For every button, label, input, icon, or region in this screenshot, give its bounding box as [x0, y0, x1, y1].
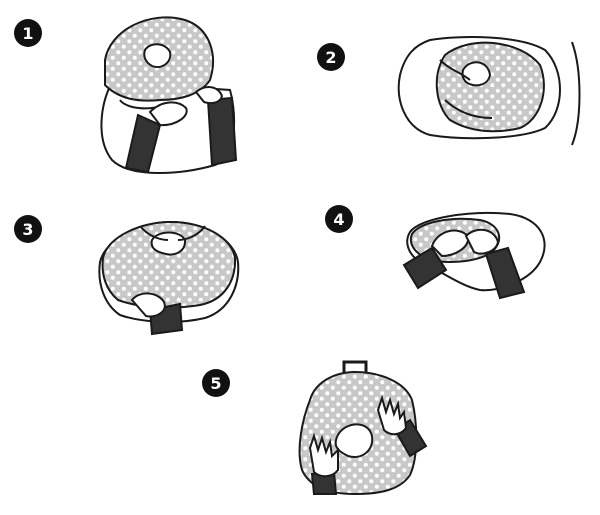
- cushion-cover-icon: [435, 41, 545, 133]
- sleeve-icon: [402, 246, 448, 290]
- step-1-badge: 1: [14, 19, 42, 47]
- hand-icon: [194, 86, 224, 105]
- step-3-number: 3: [22, 220, 33, 239]
- step-3-badge: 3: [14, 215, 42, 243]
- hand-icon: [130, 292, 166, 318]
- step-5-number: 5: [210, 374, 221, 393]
- cushion-cover-icon: [101, 220, 237, 309]
- step-1-number: 1: [22, 24, 33, 43]
- step-5: 5: [202, 360, 428, 496]
- hand-icon: [148, 101, 188, 127]
- step-2: 2: [317, 36, 581, 146]
- hand-icon: [308, 432, 339, 478]
- sleeve-icon: [484, 246, 526, 300]
- step-1: 1: [14, 16, 238, 174]
- step-4-badge: 4: [325, 205, 353, 233]
- hand-icon: [464, 228, 500, 255]
- carry-handle-icon: [342, 360, 368, 372]
- step-4-number: 4: [333, 210, 344, 229]
- step-4: 4: [325, 205, 546, 300]
- step-2-number: 2: [325, 48, 336, 67]
- step-3: 3: [14, 215, 240, 336]
- sleeve-icon: [124, 113, 162, 174]
- step-5-badge: 5: [202, 369, 230, 397]
- hand-icon: [376, 394, 408, 436]
- sleeve-icon: [206, 96, 238, 167]
- step-2-badge: 2: [317, 43, 345, 71]
